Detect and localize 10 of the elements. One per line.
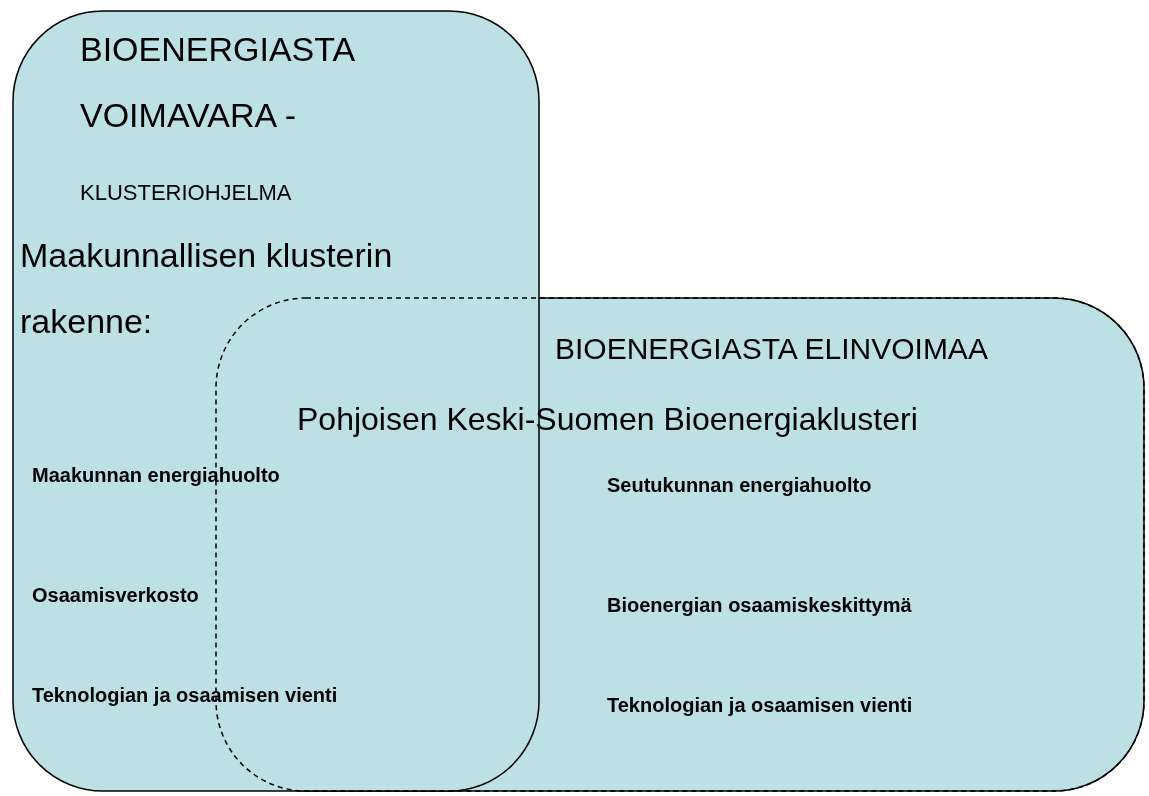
list-item: Teknologian ja osaamisen vienti bbox=[32, 683, 338, 708]
list-item: Bioenergian osaamiskeskittymä bbox=[607, 593, 912, 618]
panel-subtitle: Maakunnallisen klusterin rakenne: bbox=[20, 235, 394, 342]
panel-title: BIOENERGIASTA VOIMAVARA - bbox=[80, 29, 355, 136]
list-item: Seutukunnan energiahuolto bbox=[607, 473, 872, 498]
list-item: Teknologian ja osaamisen vienti bbox=[607, 693, 913, 718]
panel-title: BIOENERGIASTA ELINVOIMAA bbox=[555, 331, 988, 367]
list-item: Maakunnan energiahuolto bbox=[32, 463, 280, 488]
panel-subtitle: KLUSTERIOHJELMA bbox=[80, 179, 292, 207]
list-item: Osaamisverkosto bbox=[32, 583, 199, 608]
